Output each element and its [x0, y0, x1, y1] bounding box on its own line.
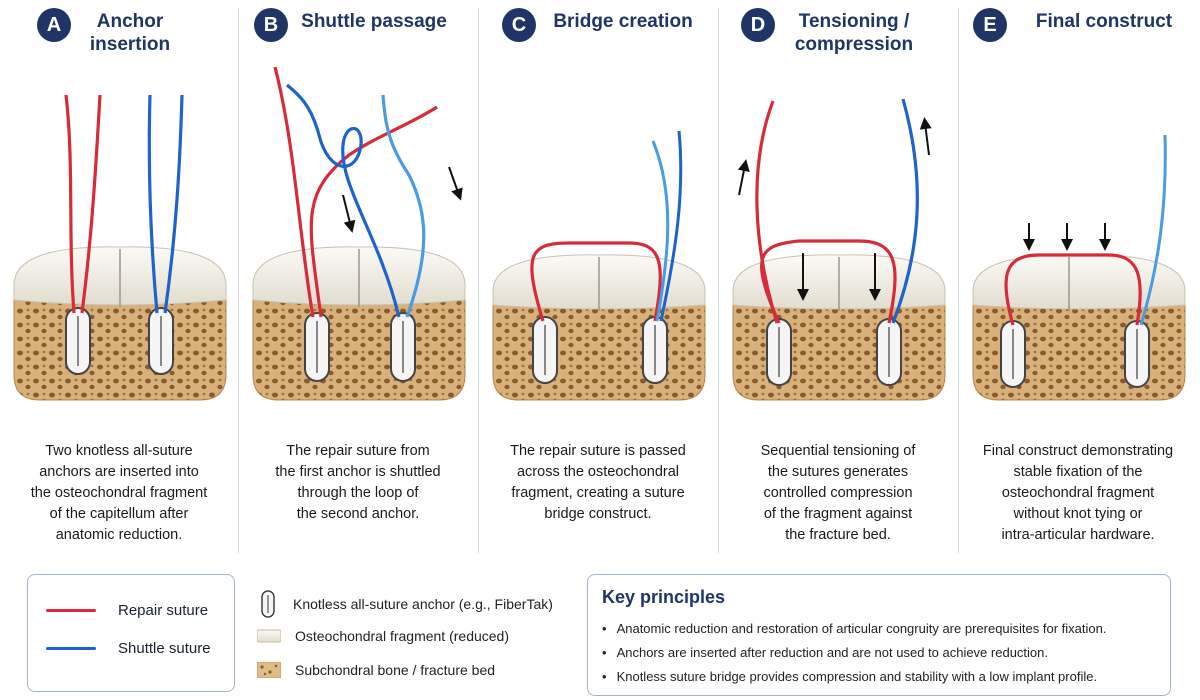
shuttle-suture: [659, 130, 683, 322]
panel-description: The repair suture from the first anchor …: [275, 443, 441, 522]
principle-text: Knotless suture bridge provides compress…: [616, 669, 1098, 684]
panel-badge: D: [741, 8, 775, 42]
repair-suture: [64, 94, 76, 314]
legend-fragment-label: Osteochondral fragment (reduced): [295, 628, 509, 644]
panel-illustration: [13, 94, 227, 401]
list-item: •Anchors are inserted after reduction an…: [602, 645, 1048, 660]
panel-description: Sequential tensioning of the sutures gen…: [760, 443, 916, 543]
legend-shuttle-label: Shuttle suture: [118, 640, 211, 657]
panel-badge: B: [254, 8, 288, 42]
legend-repair-label: Repair suture: [118, 602, 209, 619]
list-item: •Knotless suture bridge provides compres…: [602, 669, 1098, 684]
direction-arrow: [919, 117, 932, 156]
shuttle-suture: [891, 98, 919, 324]
anchor: [65, 307, 91, 375]
anchor: [766, 318, 792, 386]
shuttle-suture: [651, 140, 670, 322]
key-principles-title: Key principles: [602, 587, 726, 607]
shuttle-suture: [163, 94, 184, 314]
legend-anchor: Knotless all-suture anchor (e.g., FiberT…: [257, 590, 553, 618]
anchor: [1000, 320, 1026, 388]
panel-a: A Anchor insertion Two knotless all-sutu…: [0, 0, 238, 560]
repair-suture: [755, 100, 779, 324]
key-principles-box: Key principles •Anatomic reduction and r…: [587, 574, 1171, 696]
panel-title: Shuttle passage: [301, 11, 447, 32]
panel-description: Final construct demonstrating stable fix…: [982, 443, 1174, 543]
panel-e: E Final construct Final construct demons…: [959, 0, 1197, 560]
divider: [238, 8, 239, 553]
panel-illustration: [492, 130, 706, 401]
repair-suture: [530, 241, 662, 322]
shuttle-suture: [147, 94, 159, 314]
panel-badge: C: [502, 8, 536, 42]
cartilage-swatch-icon: [257, 629, 281, 643]
legend-shuttle: Shuttle suture: [46, 640, 211, 657]
shuttle-suture: [1139, 134, 1167, 326]
panel-badge: A: [37, 8, 71, 42]
panel-d: D Tensioning / compression Sequential te…: [719, 0, 957, 560]
panel-illustration: [252, 66, 466, 401]
legend-anchor-label: Knotless all-suture anchor (e.g., FiberT…: [293, 596, 553, 612]
bone-block: [13, 246, 227, 401]
repair-suture: [80, 94, 102, 314]
anchor: [390, 312, 416, 382]
anchor: [532, 316, 558, 384]
suture-legend: Repair suture Shuttle suture: [27, 574, 235, 692]
anchor: [876, 318, 902, 386]
panel-illustration: [972, 134, 1186, 401]
panel-b: B Shuttle passage The repair suture from…: [239, 0, 477, 560]
divider: [478, 8, 479, 553]
repair-suture: [760, 239, 897, 324]
repair-suture: [1004, 253, 1142, 326]
bone-block: [252, 246, 466, 401]
legend-repair: Repair suture: [46, 602, 208, 619]
legend-bone-label: Subchondral bone / fracture bed: [295, 662, 496, 678]
panel-c: C Bridge creation The repair suture is p…: [479, 0, 717, 560]
anchor: [304, 312, 330, 382]
list-item: •Anatomic reduction and restoration of a…: [602, 621, 1107, 636]
repair-suture-swatch: [46, 609, 96, 612]
panel-title: Final construct: [1035, 11, 1173, 32]
bone-swatch-icon: [257, 662, 281, 678]
anchor: [1124, 320, 1150, 388]
anchor-icon: [261, 590, 275, 618]
legend-bone: Subchondral bone / fracture bed: [257, 662, 495, 678]
panel-title: Tensioning / compression: [794, 11, 914, 55]
anchor: [642, 316, 668, 384]
direction-arrow: [448, 166, 463, 201]
bone-block: [492, 254, 706, 401]
shuttle-suture: [381, 94, 426, 318]
panel-description: The repair suture is passed across the o…: [510, 443, 686, 522]
principle-text: Anchors are inserted after reduction and…: [616, 645, 1048, 660]
panel-title: Bridge creation: [553, 11, 693, 32]
panel-illustration: [732, 98, 946, 401]
key-principles-list: •Anatomic reduction and restoration of a…: [602, 617, 1106, 689]
divider: [958, 8, 959, 553]
direction-arrow: [342, 194, 356, 233]
direction-arrow: [737, 159, 750, 196]
shuttle-suture: [285, 83, 401, 318]
repair-suture: [273, 66, 315, 318]
principle-text: Anatomic reduction and restoration of ar…: [616, 621, 1107, 636]
legend-fragment: Osteochondral fragment (reduced): [257, 628, 509, 644]
panel-badge: E: [973, 8, 1007, 42]
anchor: [148, 307, 174, 375]
divider: [718, 8, 719, 553]
panel-description: Two knotless all-suture anchors are inse…: [30, 443, 208, 543]
panel-title: Anchor insertion: [89, 11, 171, 55]
shuttle-suture-swatch: [46, 647, 96, 650]
